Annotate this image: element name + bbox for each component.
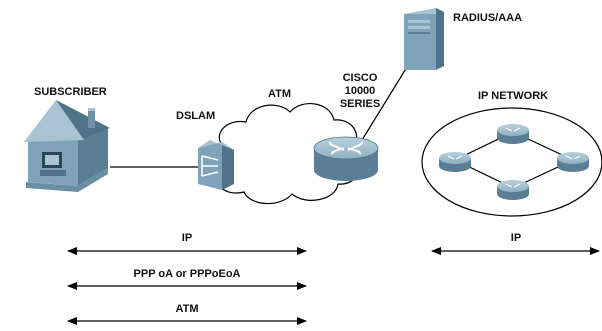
subscriber-house-icon (24, 100, 110, 192)
radius-label: RADIUS/AAA (453, 12, 523, 24)
cisco-router-icon (313, 136, 379, 181)
core-router-top-icon (497, 124, 529, 144)
router-label-line1: CISCO (342, 72, 378, 84)
atm-cloud-label: ATM (268, 88, 292, 100)
radius-server-icon (404, 8, 444, 70)
dslam-label: DSLAM (176, 110, 216, 122)
ip-network-cloud (421, 107, 602, 217)
ip-core-label: IP (510, 232, 522, 244)
router-label-line3: SERIES (339, 98, 381, 110)
core-router-right-icon (557, 152, 589, 172)
link-router-radius (361, 66, 408, 141)
router-label: CISCO 10000 SERIES (332, 72, 388, 111)
atm-label: ATM (175, 303, 199, 315)
dslam-icon (198, 140, 234, 190)
ppp-label: PPP oA or PPPoEoA (133, 268, 241, 280)
ip-network-label: IP NETWORK (478, 90, 549, 102)
router-label-line2: 10000 (344, 85, 376, 97)
ip-access-label: IP (181, 232, 193, 244)
subscriber-label: SUBSCRIBER (34, 86, 107, 98)
core-router-left-icon (439, 152, 471, 172)
core-router-bottom-icon (497, 180, 529, 200)
